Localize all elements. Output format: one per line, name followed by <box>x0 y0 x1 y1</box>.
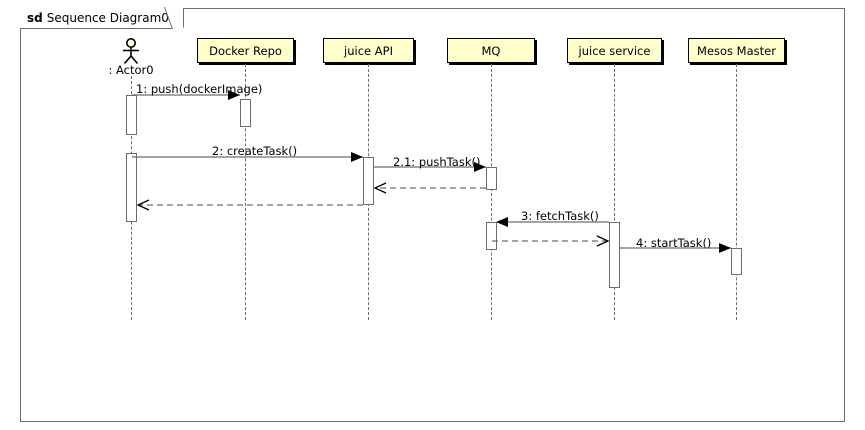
participant-head-mesos-master[interactable]: Mesos Master <box>688 38 785 63</box>
lifeline-mesos-master <box>736 64 737 320</box>
frame-title: Sequence Diagram0 <box>46 11 169 25</box>
participant-label-actor0: : Actor0 <box>108 63 154 77</box>
participant-head-juice-api[interactable]: juice API <box>323 38 414 63</box>
activation-juice-service-1 <box>609 222 620 288</box>
lifeline-docker-repo <box>245 64 246 320</box>
message-label-1: 1: push(dockerImage) <box>136 82 263 96</box>
frame-keyword: sd <box>27 11 43 25</box>
message-label-3: 3: fetchTask() <box>521 209 599 223</box>
activation-mq-2 <box>486 222 497 250</box>
participant-head-juice-service[interactable]: juice service <box>567 38 662 63</box>
activation-mesos-master-1 <box>731 248 742 275</box>
participant-head-docker-repo[interactable]: Docker Repo <box>197 38 294 63</box>
activation-actor0-1 <box>126 95 137 135</box>
message-label-2: 2: createTask() <box>212 144 298 158</box>
message-label-4: 4: startTask() <box>636 236 712 250</box>
activation-mq-1 <box>486 167 497 190</box>
actor-stick-figure-icon <box>118 38 144 69</box>
lifeline-juice-service <box>614 64 615 320</box>
activation-juice-api-1 <box>363 157 374 205</box>
sequence-frame <box>20 8 845 422</box>
activation-docker-repo-1 <box>240 99 251 127</box>
lifeline-mq <box>491 64 492 320</box>
participant-head-mq[interactable]: MQ <box>447 38 535 63</box>
activation-actor0-2 <box>126 153 137 222</box>
message-label-2-1: 2.1: pushTask() <box>393 155 481 169</box>
